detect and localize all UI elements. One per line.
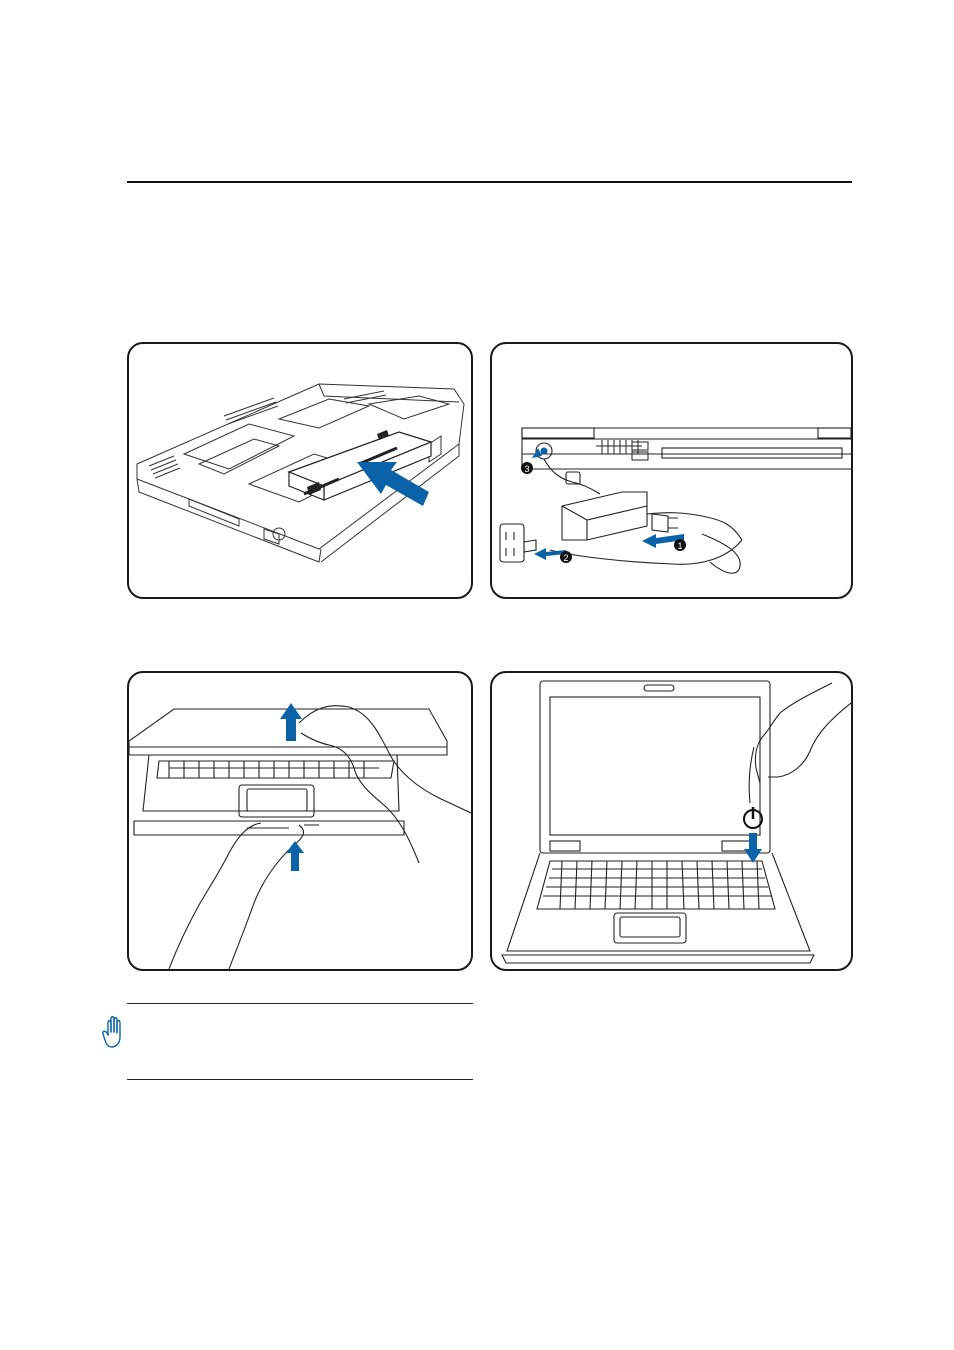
open-lid-illustration bbox=[127, 671, 473, 971]
step-label-2: 2 bbox=[563, 553, 568, 563]
lid-open-arrow-icon bbox=[129, 673, 471, 969]
battery-insert-illustration bbox=[127, 342, 473, 599]
note-top-rule bbox=[127, 1003, 473, 1004]
power-on-illustration bbox=[490, 671, 853, 971]
step-label-1: 1 bbox=[677, 541, 682, 551]
caution-hand-icon bbox=[100, 1015, 128, 1049]
power-adapter-illustration: 1 2 3 bbox=[490, 342, 853, 599]
step-label-3: 3 bbox=[524, 464, 529, 474]
header-rule bbox=[127, 181, 852, 183]
note-bottom-rule bbox=[127, 1079, 473, 1080]
power-button-icon bbox=[492, 673, 851, 969]
power-adapter-icon: 1 2 3 bbox=[492, 344, 851, 597]
battery-pack-arrow-icon bbox=[129, 344, 471, 597]
